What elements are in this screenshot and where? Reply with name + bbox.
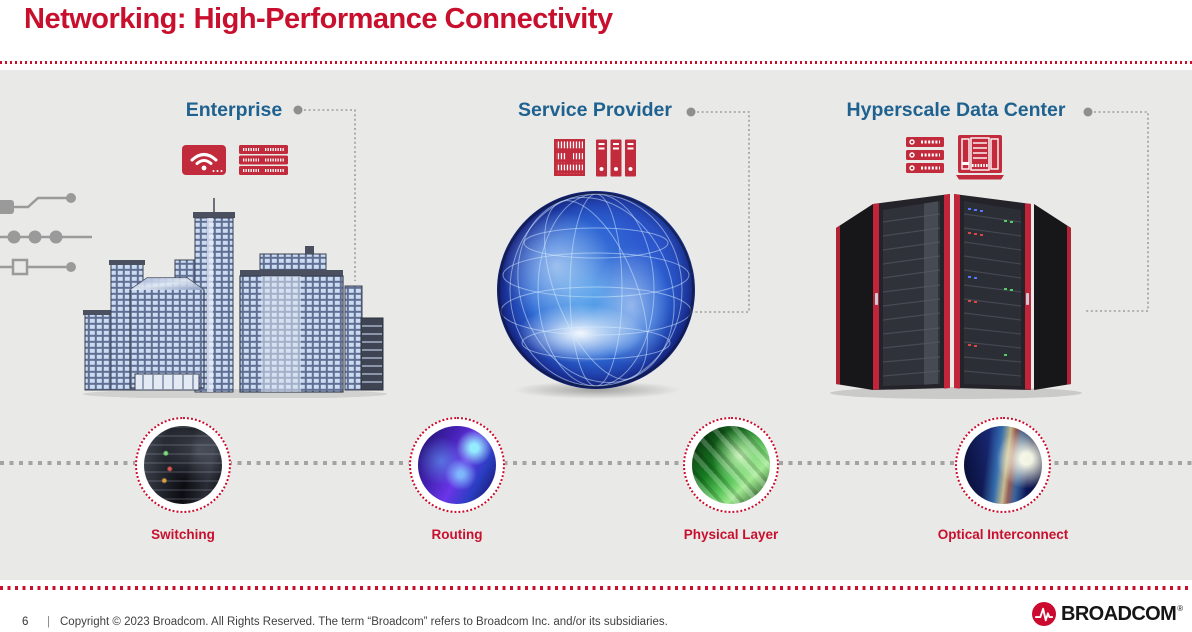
column-heading-hyperscale: Hyperscale Data Center	[846, 99, 1066, 121]
switching-image	[144, 426, 222, 504]
registered-mark: ®	[1177, 603, 1184, 613]
routing-badge	[409, 417, 505, 513]
city-buildings-image	[83, 198, 387, 398]
rack-towers-icon	[596, 139, 636, 177]
column-heading-enterprise: Enterprise	[185, 99, 283, 121]
broadcom-logo-text: BROADCOM	[1061, 602, 1177, 625]
router-chassis-icon	[554, 139, 585, 176]
red-dotted-rule-bottom	[0, 586, 1192, 590]
server-racks-image	[830, 194, 1082, 399]
stacked-switch-icon	[239, 145, 288, 175]
routing-label: Routing	[431, 527, 483, 542]
copyright-text: Copyright © 2023 Broadcom. All Rights Re…	[60, 616, 668, 628]
server-stack-icon	[906, 137, 944, 173]
broadcom-logo: BROADCOM ®	[1032, 602, 1184, 626]
physical-layer-image	[692, 426, 770, 504]
optical-interconnect-image	[964, 426, 1042, 504]
broadcom-logo-icon	[1032, 602, 1056, 626]
page-number: 6	[22, 616, 29, 628]
column-heading-service-provider: Service Provider	[518, 99, 672, 121]
physical-layer-label: Physical Layer	[683, 527, 779, 542]
footer-divider: |	[47, 616, 50, 628]
switching-label: Switching	[151, 527, 215, 542]
routing-image	[418, 426, 496, 504]
optical-interconnect-badge	[955, 417, 1051, 513]
timeline-dotted-line	[0, 461, 1192, 465]
hyperscale-icons	[906, 135, 1004, 180]
wireless-access-point-icon	[182, 145, 226, 175]
globe-shadow	[512, 381, 682, 399]
digital-globe-image	[497, 191, 695, 389]
service-provider-icons	[554, 139, 636, 177]
enterprise-icons	[182, 145, 288, 175]
switching-badge	[135, 417, 231, 513]
physical-layer-badge	[683, 417, 779, 513]
optical-interconnect-label: Optical Interconnect	[937, 527, 1069, 542]
server-cabinet-icon	[956, 135, 1004, 180]
slide-title: Networking: High-Performance Connectivit…	[24, 3, 613, 35]
red-dotted-rule-top	[0, 61, 1192, 64]
